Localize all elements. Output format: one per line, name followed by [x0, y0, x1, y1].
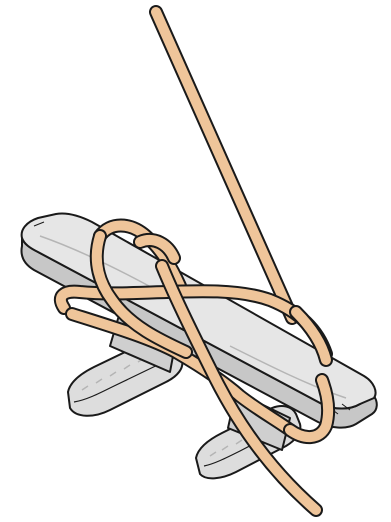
cleat-hitch-illustration — [0, 0, 391, 522]
